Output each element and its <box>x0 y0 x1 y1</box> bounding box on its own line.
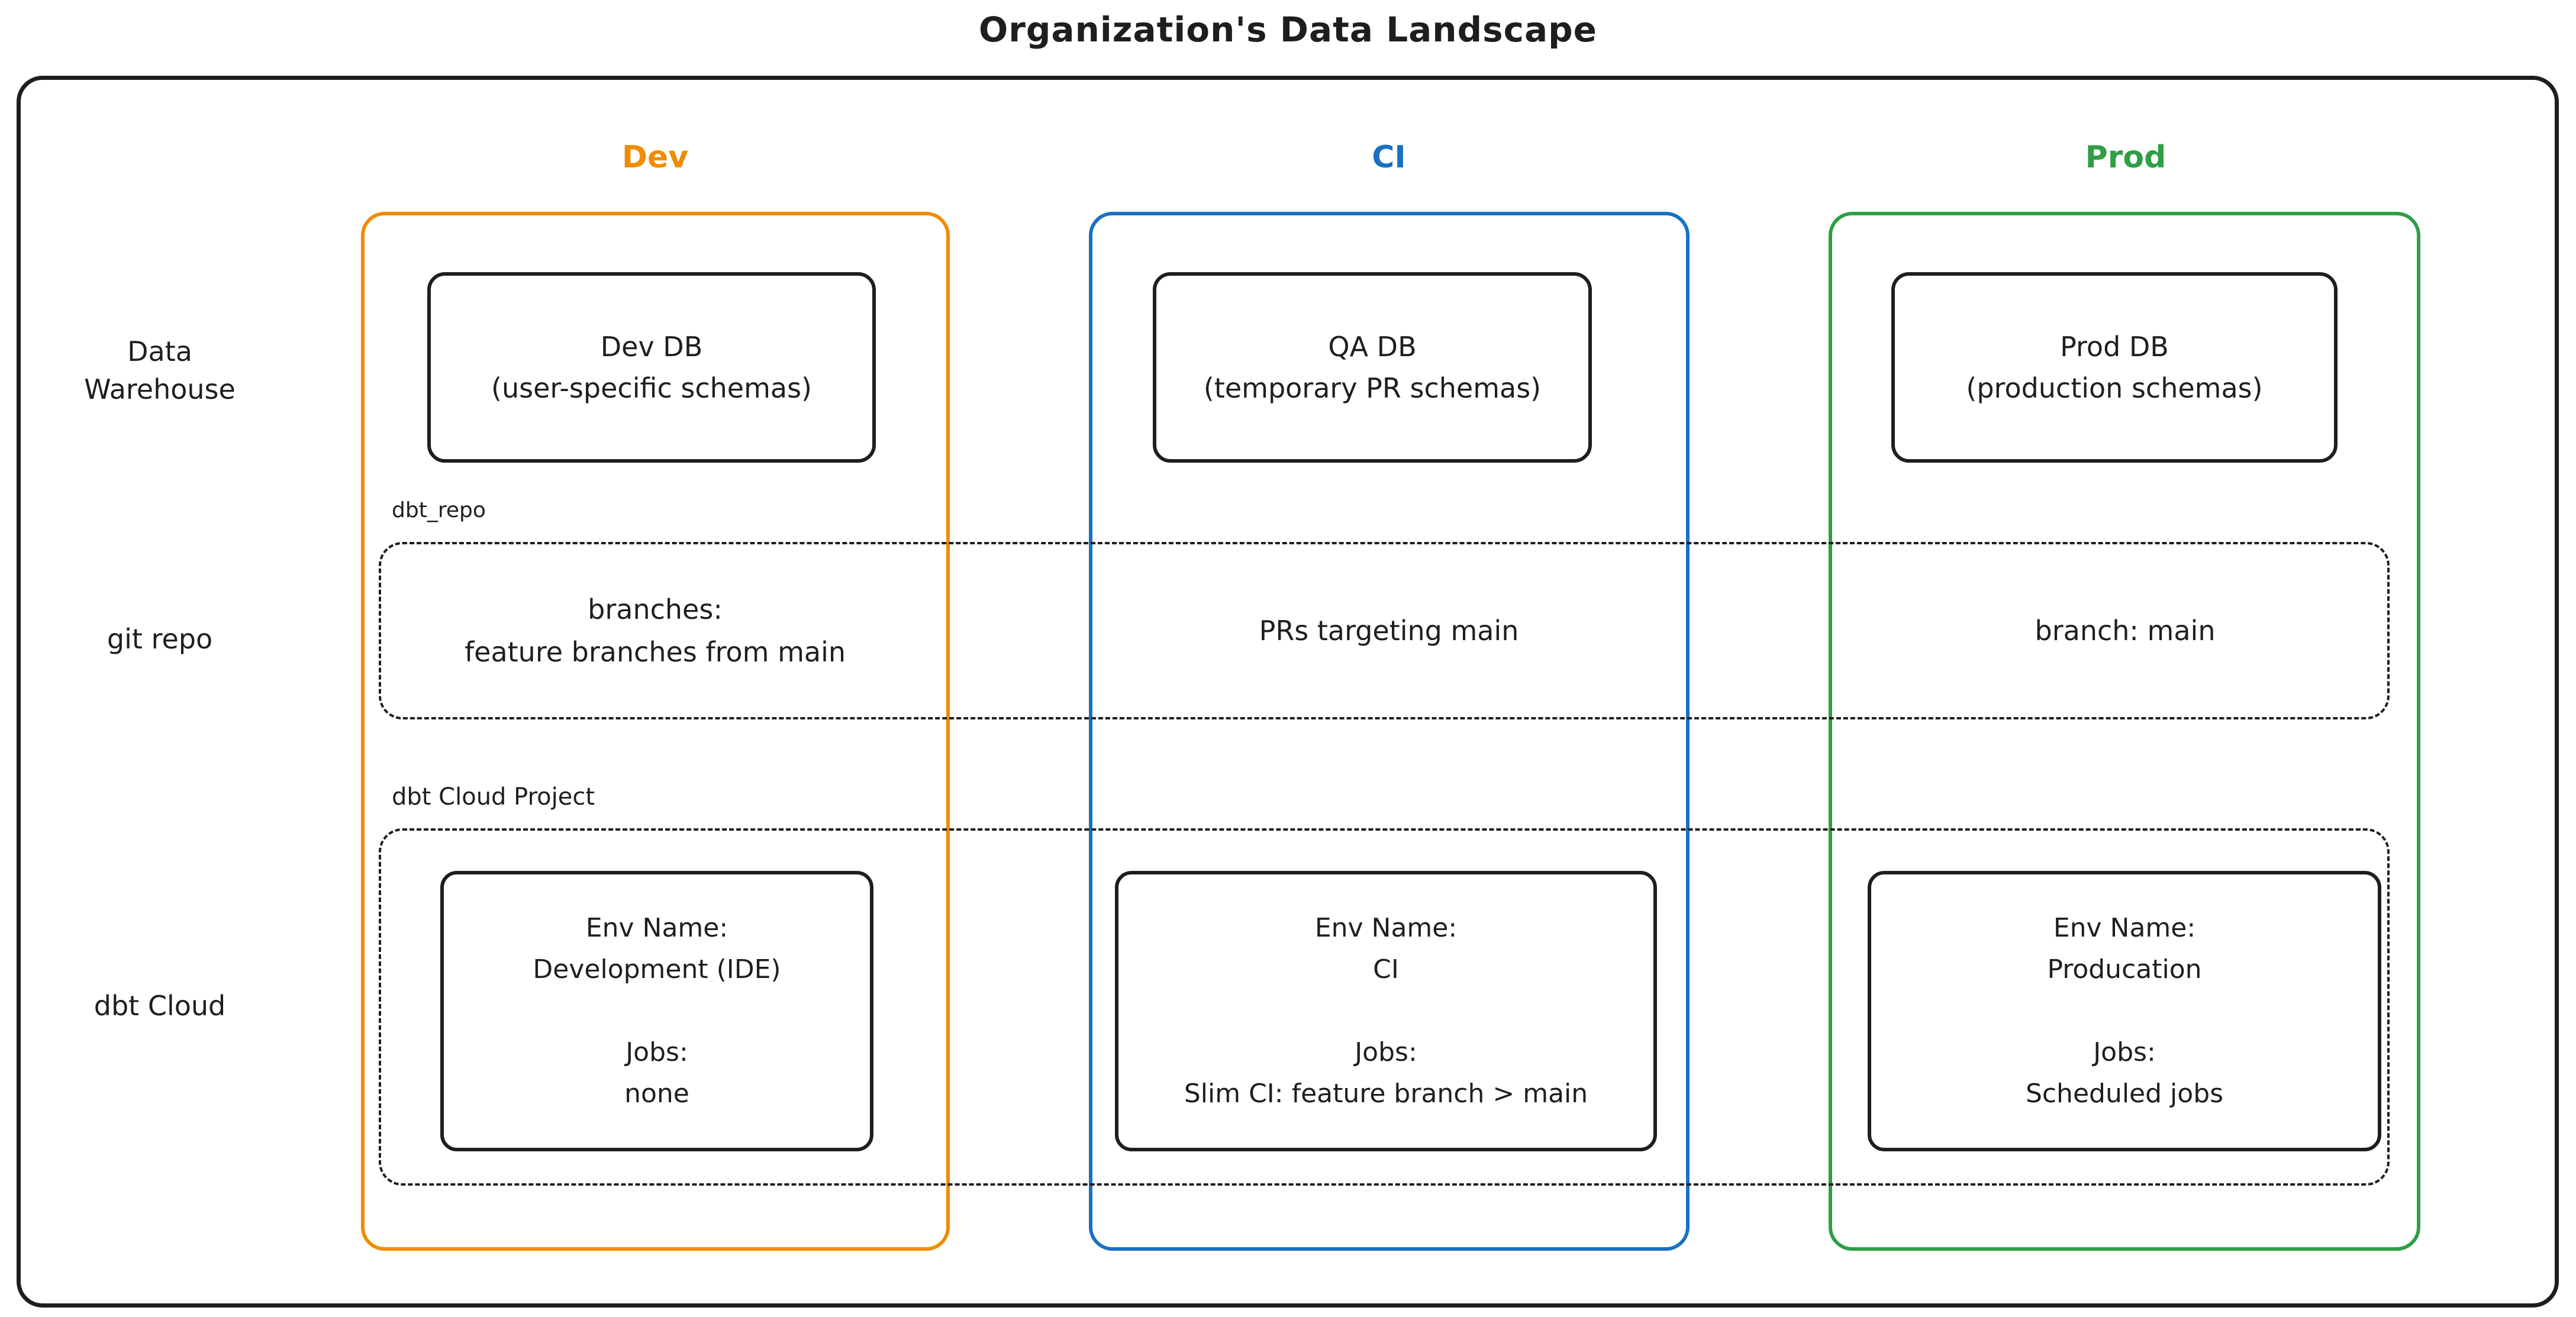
git-prs-ci-text: PRs targeting main <box>1259 615 1519 647</box>
prod-environment-node: Env Name: Producation Jobs: Scheduled jo… <box>1868 871 2381 1151</box>
ci-environment-node: Env Name: CI Jobs: Slim CI: feature bran… <box>1115 871 1657 1151</box>
dbt-cloud-project-band-label: dbt Cloud Project <box>392 783 595 811</box>
dev-environment-box <box>361 212 950 1251</box>
dev-db-node: Dev DB (user-specific schemas) <box>427 272 876 463</box>
outer-frame <box>17 76 2559 1308</box>
dbt-repo-band <box>379 542 2390 719</box>
dev-environment-node: Env Name: Development (IDE) Jobs: none <box>440 871 873 1151</box>
prod-db-node: Prod DB (production schemas) <box>1891 272 2338 463</box>
diagram-title: Organization's Data Landscape <box>979 9 1597 50</box>
row-label-git-repo: git repo <box>107 623 213 655</box>
dbt-repo-band-label: dbt_repo <box>392 498 486 522</box>
row-label-dbt-cloud: dbt Cloud <box>94 990 226 1022</box>
git-branches-dev-text: branches: feature branches from main <box>464 593 846 668</box>
column-header-dev: Dev <box>621 140 689 175</box>
ci-environment-box <box>1089 212 1690 1251</box>
dbt-cloud-project-band <box>379 828 2390 1186</box>
git-branch-prod-text: branch: main <box>2035 615 2216 647</box>
prod-environment-box <box>1829 212 2420 1251</box>
row-label-data-warehouse: Data Warehouse <box>84 335 236 405</box>
column-header-ci: CI <box>1372 140 1406 175</box>
qa-db-node: QA DB (temporary PR schemas) <box>1153 272 1592 463</box>
column-header-prod: Prod <box>2085 140 2166 175</box>
